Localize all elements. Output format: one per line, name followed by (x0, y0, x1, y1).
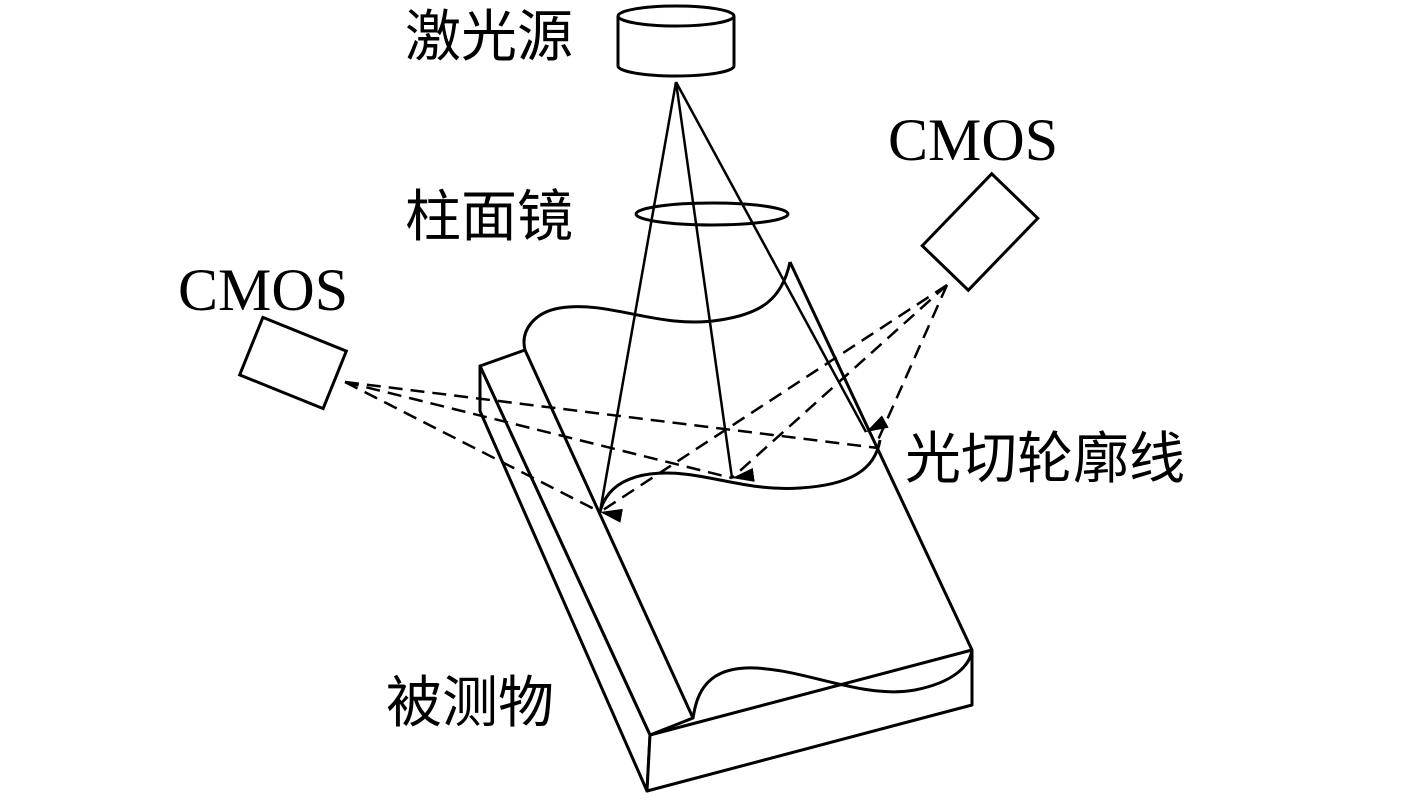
cmos-left-label: CMOS (178, 257, 349, 323)
cmos-camera-left (240, 317, 347, 408)
laser-source (618, 6, 734, 76)
laser-rays (600, 82, 889, 523)
light-section-profile-label: 光切轮廓线 (905, 427, 1185, 492)
cylindrical-lens-label: 柱面镜 (405, 185, 573, 250)
cylindrical-lens (636, 203, 788, 225)
measured-object-label: 被测物 (386, 671, 554, 736)
camera-view-rays (345, 285, 947, 512)
light-section-profile-curve (600, 440, 880, 512)
cmos-camera-right (922, 174, 1038, 290)
laser-source-label: 激光源 (405, 5, 573, 70)
cmos-right-label: CMOS (888, 107, 1059, 173)
